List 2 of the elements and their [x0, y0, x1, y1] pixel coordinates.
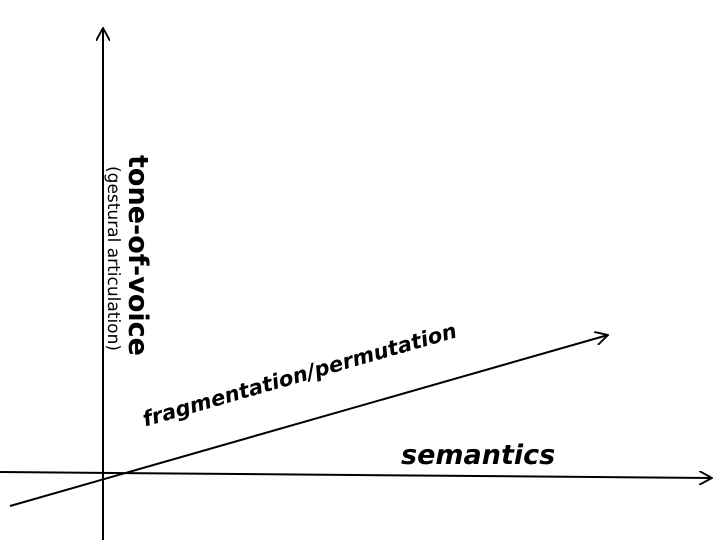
- axis-label: semantics: [401, 442, 556, 468]
- axis-label: (gestural articulation): [103, 166, 120, 350]
